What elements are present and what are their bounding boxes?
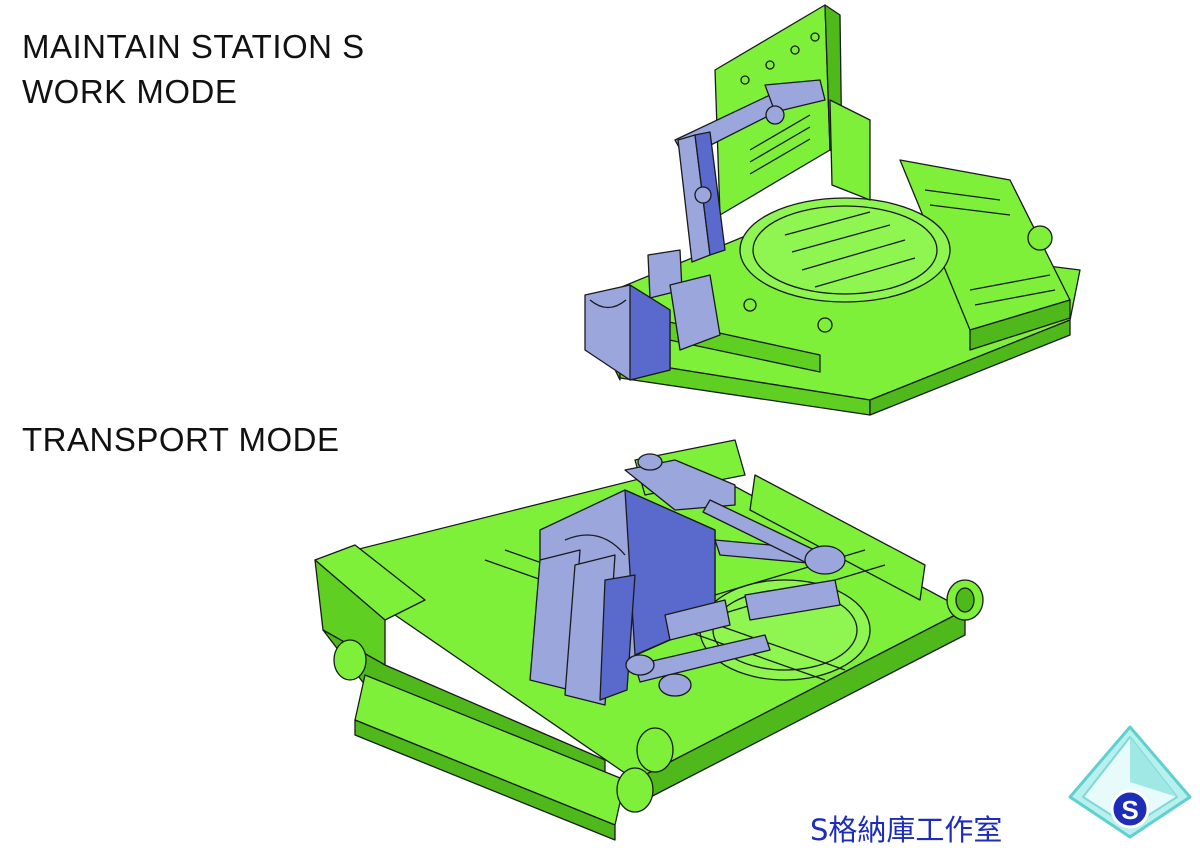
studio-logo-emblem: S xyxy=(1068,725,1192,839)
logo-letter: S xyxy=(1121,795,1138,825)
title-line-2: WORK MODE xyxy=(22,73,238,110)
transport-mode-heading: TRANSPORT MODE xyxy=(22,421,340,458)
transport-mode-model-illustration xyxy=(314,439,984,841)
studio-name: S格納庫工作室 xyxy=(810,813,1003,847)
title-line-1: MAINTAIN STATION S xyxy=(22,28,365,65)
work-mode-model-illustration xyxy=(584,4,1081,416)
